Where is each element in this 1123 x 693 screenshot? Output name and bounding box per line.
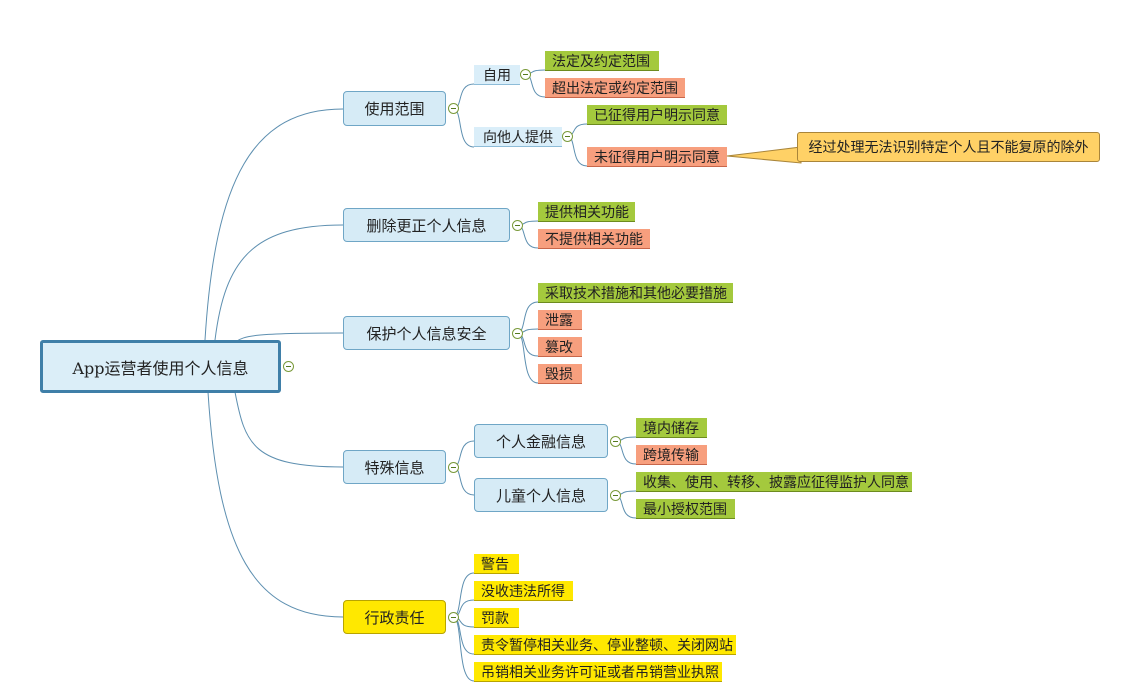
leaf-provide-function[interactable]: 提供相关功能: [538, 202, 635, 222]
connector-line: [452, 572, 475, 618]
collapse-toggle-icon[interactable]: [520, 69, 531, 80]
branch-special-info[interactable]: 特殊信息: [343, 450, 446, 484]
leaf-damage[interactable]: 毁损: [538, 364, 582, 384]
collapse-toggle-icon[interactable]: [448, 612, 459, 623]
leaf-no-function[interactable]: 不提供相关功能: [538, 229, 650, 249]
branch-admin-liability[interactable]: 行政责任: [343, 600, 446, 634]
collapse-toggle-icon[interactable]: [610, 436, 621, 447]
leaf-tamper[interactable]: 篡改: [538, 337, 582, 357]
sub-children-info[interactable]: 儿童个人信息: [474, 478, 608, 512]
leaf-suspend-business[interactable]: 责令暂停相关业务、停业整顿、关闭网站: [474, 635, 736, 655]
sub-financial-info[interactable]: 个人金融信息: [474, 424, 608, 458]
connector-line: [452, 108, 475, 148]
callout-exception-note[interactable]: 经过处理无法识别特定个人且不能复原的除外: [797, 132, 1100, 162]
leaf-revoke-license[interactable]: 吊销相关业务许可证或者吊销营业执照: [474, 662, 722, 682]
connector-line: [234, 391, 344, 468]
connector-line: [204, 108, 344, 341]
branch-usage-scope[interactable]: 使用范围: [343, 91, 446, 126]
leaf-domestic-storage[interactable]: 境内储存: [636, 418, 707, 438]
branch-protect-security[interactable]: 保护个人信息安全: [343, 316, 510, 350]
connector-line: [214, 224, 344, 341]
branch-delete-correct[interactable]: 删除更正个人信息: [343, 208, 510, 242]
callout-pointer: [726, 146, 802, 164]
leaf-legal-scope[interactable]: 法定及约定范围: [545, 51, 659, 71]
collapse-toggle-icon[interactable]: [562, 131, 573, 142]
sub-provide-others[interactable]: 向他人提供: [474, 127, 562, 147]
leaf-fine[interactable]: 罚款: [474, 608, 519, 628]
collapse-toggle-icon[interactable]: [448, 103, 459, 114]
leaf-confiscate-income[interactable]: 没收违法所得: [474, 581, 573, 601]
leaf-minimum-authorization[interactable]: 最小授权范围: [636, 499, 735, 519]
connector-line: [207, 391, 344, 618]
connector-line: [516, 332, 539, 384]
leaf-warning[interactable]: 警告: [474, 554, 519, 574]
connector-line: [452, 616, 475, 655]
collapse-toggle-icon[interactable]: [512, 328, 523, 339]
root-node[interactable]: App运营者使用个人信息: [40, 340, 281, 393]
collapse-toggle-icon[interactable]: [610, 490, 621, 501]
leaf-technical-measures[interactable]: 采取技术措施和其他必要措施: [538, 283, 733, 303]
leaf-leak[interactable]: 泄露: [538, 310, 582, 330]
leaf-guardian-consent[interactable]: 收集、使用、转移、披露应征得监护人同意: [636, 472, 912, 492]
leaf-consent-not-obtained[interactable]: 未征得用户明示同意: [587, 147, 727, 167]
collapse-toggle-icon[interactable]: [512, 220, 523, 231]
collapse-toggle-icon[interactable]: [283, 361, 294, 372]
sub-self-use[interactable]: 自用: [474, 65, 520, 85]
collapse-toggle-icon[interactable]: [448, 462, 459, 473]
leaf-cross-border[interactable]: 跨境传输: [636, 445, 707, 465]
leaf-beyond-scope[interactable]: 超出法定或约定范围: [545, 78, 685, 98]
leaf-consent-obtained[interactable]: 已征得用户明示同意: [587, 105, 727, 125]
